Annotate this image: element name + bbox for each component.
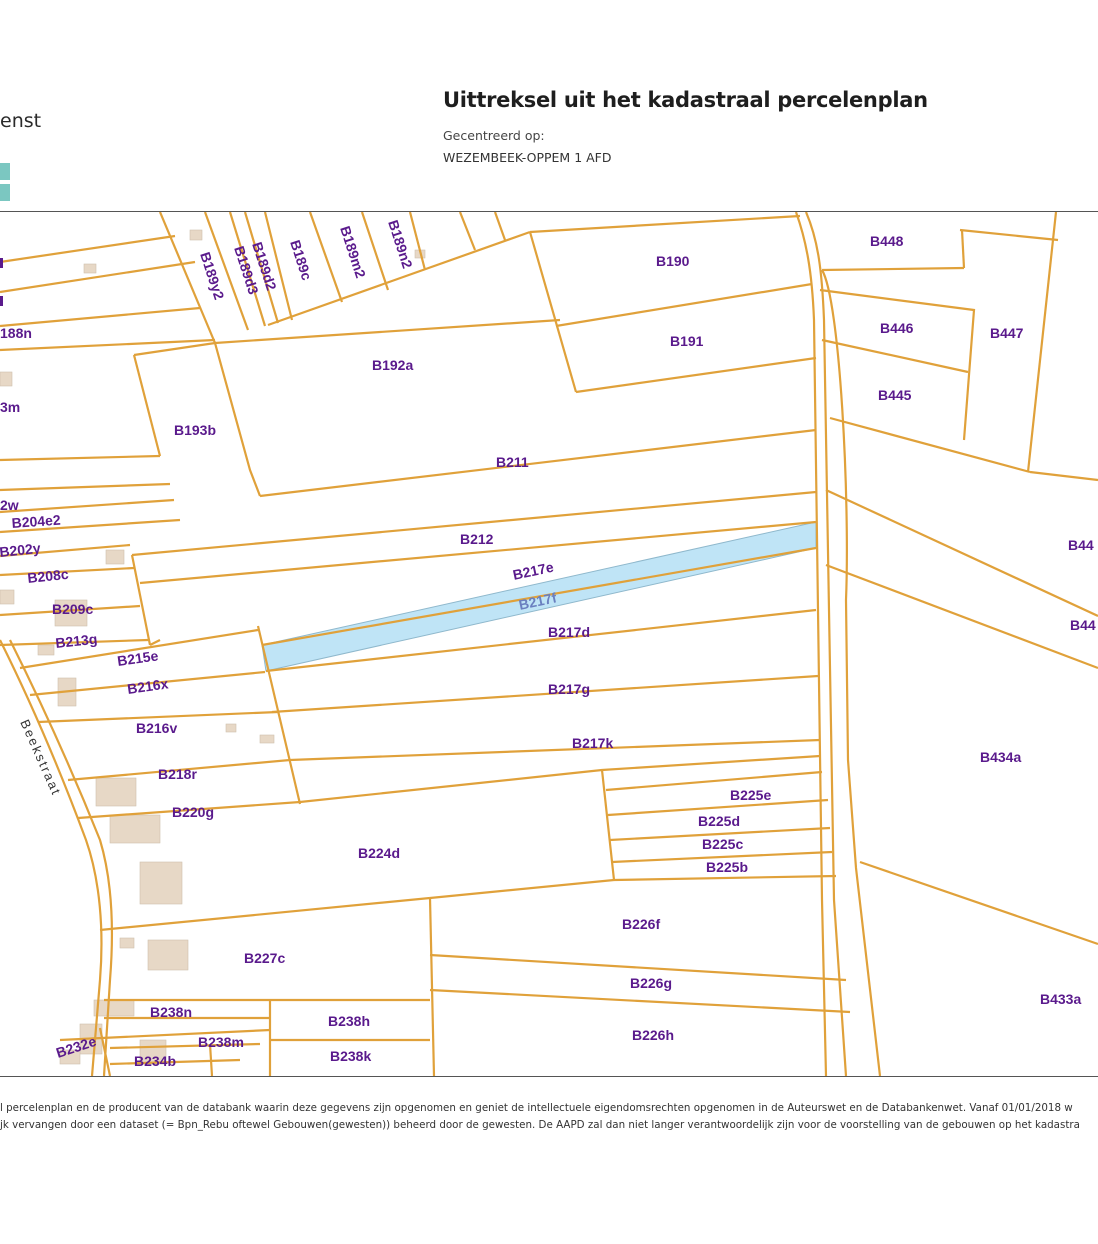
parcel-label-b226f[interactable]: B226f	[622, 916, 660, 932]
parcel-label-b220g[interactable]: B220g	[172, 804, 214, 820]
parcel-label-b191[interactable]: B191	[670, 333, 704, 349]
parcel-label-b44-upper[interactable]: B44	[1068, 537, 1094, 553]
parcel-label-b192a[interactable]: B192a	[372, 357, 413, 373]
parcel-label-b218r[interactable]: B218r	[158, 766, 197, 782]
parcel-label-b208c[interactable]: B208c	[27, 566, 70, 586]
parcel-label-b189n2[interactable]: B189n2	[385, 218, 416, 271]
parcel-label-b433a[interactable]: B433a	[1040, 991, 1081, 1007]
parcel-label-b238h[interactable]: B238h	[328, 1013, 370, 1029]
parcel-label-b212[interactable]: B212	[460, 531, 494, 547]
parcel-label-b227c[interactable]: B227c	[244, 950, 285, 966]
agency-logo-block-bottom	[0, 184, 10, 201]
parcel-label-b189c[interactable]: B189c	[287, 238, 315, 282]
parcel-label-b434a[interactable]: B434a	[980, 749, 1021, 765]
parcel-label-b238m[interactable]: B238m	[198, 1034, 244, 1050]
page-title: Uittreksel uit het kadastraal percelenpl…	[443, 88, 928, 112]
parcel-label-b189y2[interactable]: B189y2	[197, 250, 227, 302]
parcel-label-b446[interactable]: B446	[880, 320, 914, 336]
parcel-boundaries	[0, 212, 1098, 1076]
parcel-label-b216x[interactable]: B216x	[126, 675, 169, 697]
parcel-label-b209c[interactable]: B209c	[52, 601, 93, 617]
parcel-label-b226g[interactable]: B226g	[630, 975, 672, 991]
parcel-label-b193b[interactable]: B193b	[174, 422, 216, 438]
centered-on-label: Gecentreerd op:	[443, 128, 545, 143]
parcel-label-b447[interactable]: B447	[990, 325, 1024, 341]
parcel-label-b225d[interactable]: B225d	[698, 813, 740, 829]
edge-label-fragments	[0, 258, 3, 306]
parcel-label-b217d[interactable]: B217d	[548, 624, 590, 640]
parcel-label-b217k[interactable]: B217k	[572, 735, 613, 751]
parcel-label-b225b[interactable]: B225b	[706, 859, 748, 875]
parcel-label-b225c[interactable]: B225c	[702, 836, 743, 852]
parcel-label-b44-lower[interactable]: B44	[1070, 617, 1096, 633]
cadastral-map[interactable]: B448 B190 B446 B447 B191 B192a B445 B193…	[0, 212, 1098, 1076]
footer-disclaimer-line-1: l percelenplan en de producent van de da…	[0, 1102, 1073, 1114]
parcel-label-b202y[interactable]: B202y	[0, 540, 42, 560]
parcel-label-b226h[interactable]: B226h	[632, 1027, 674, 1043]
parcel-label-3m[interactable]: 3m	[0, 399, 20, 415]
map-top-border	[0, 211, 1098, 212]
parcel-label-b217f[interactable]: B217f	[517, 589, 558, 613]
parcel-label-b215e[interactable]: B215e	[116, 647, 159, 669]
centered-on-value: WEZEMBEEK-OPPEM 1 AFD	[443, 150, 612, 165]
parcel-label-b234b[interactable]: B234b	[134, 1053, 176, 1069]
parcel-label-b190[interactable]: B190	[656, 253, 690, 269]
building-footprints	[0, 229, 426, 1065]
parcel-label-b238n[interactable]: B238n	[150, 1004, 192, 1020]
map-bottom-border	[0, 1076, 1098, 1077]
parcel-label-b225e[interactable]: B225e	[730, 787, 771, 803]
parcel-label-b238k[interactable]: B238k	[330, 1048, 371, 1064]
parcel-label-b213g[interactable]: B213g	[55, 631, 98, 651]
parcel-label-b216v[interactable]: B216v	[136, 720, 177, 736]
parcel-label-b217g[interactable]: B217g	[548, 681, 590, 697]
parcel-label-2w[interactable]: 2w	[0, 497, 19, 513]
parcel-label-188n[interactable]: 188n	[0, 325, 32, 341]
parcel-label-b211[interactable]: B211	[496, 454, 529, 470]
agency-logo-block-top	[0, 163, 10, 180]
parcel-label-b189m2[interactable]: B189m2	[337, 224, 369, 280]
parcel-label-b445[interactable]: B445	[878, 387, 912, 403]
parcel-label-b448[interactable]: B448	[870, 233, 904, 249]
parcel-label-b224d[interactable]: B224d	[358, 845, 400, 861]
parcel-label-b204e2[interactable]: B204e2	[11, 512, 61, 531]
agency-name-fragment: enst	[0, 110, 42, 132]
footer-disclaimer-line-2: jk vervangen door een dataset (= Bpn_Reb…	[0, 1119, 1080, 1131]
parcel-label-b217e[interactable]: B217e	[511, 559, 555, 583]
